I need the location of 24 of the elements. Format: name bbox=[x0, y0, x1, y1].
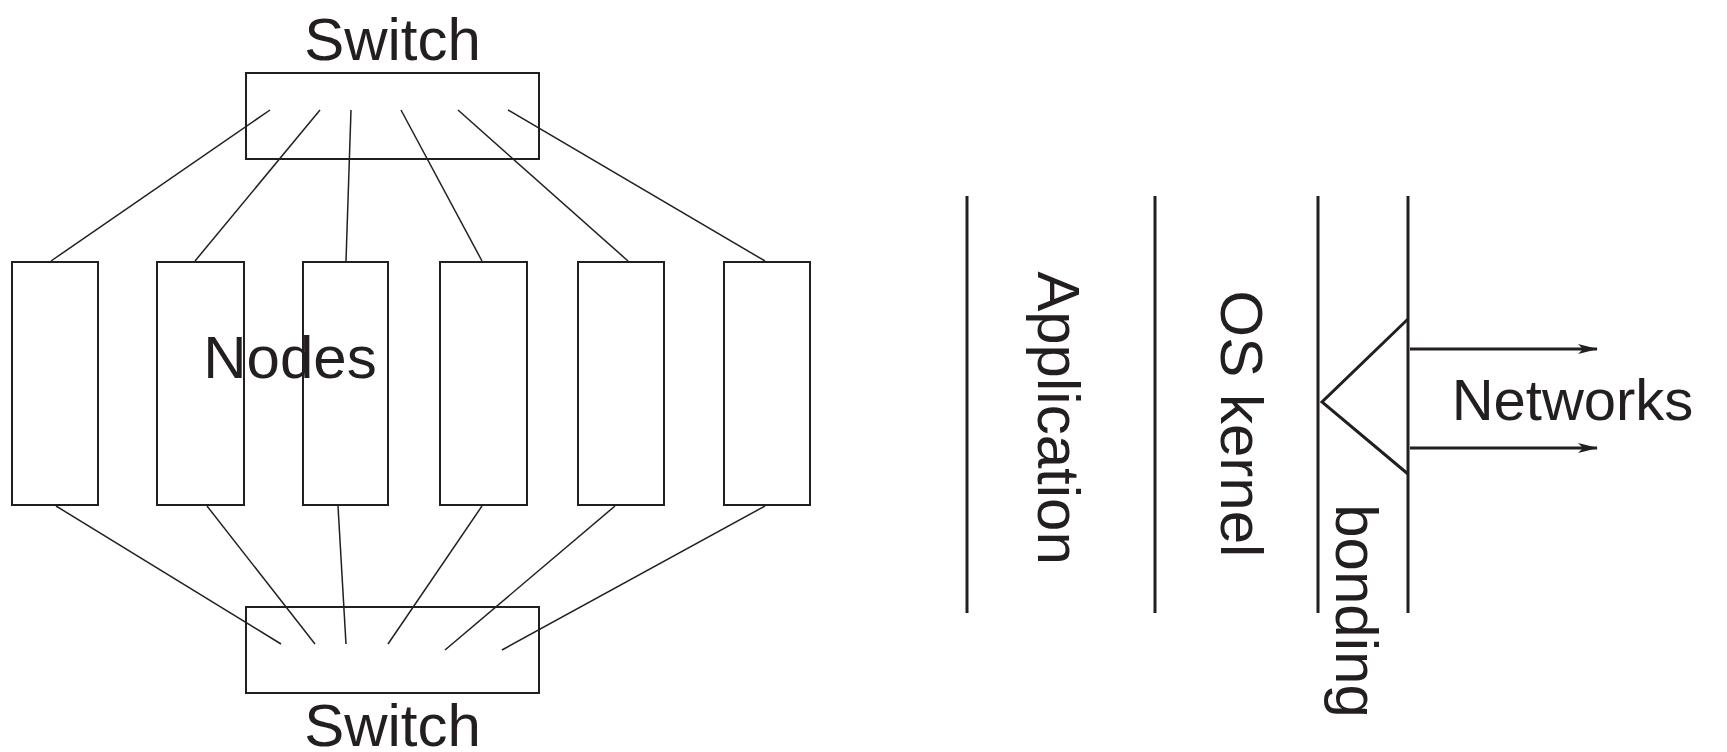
connector-line bbox=[194, 109, 321, 262]
connector-line bbox=[501, 505, 766, 651]
arrow bbox=[1410, 443, 1598, 453]
arrow bbox=[1410, 344, 1598, 354]
node-box bbox=[439, 261, 528, 506]
layer-label: Application bbox=[1026, 271, 1090, 565]
connector-line bbox=[457, 109, 629, 262]
connector-line bbox=[50, 109, 271, 262]
switch-label: Switch bbox=[304, 694, 481, 752]
connector-line bbox=[387, 505, 483, 645]
switch-label: Switch bbox=[304, 8, 481, 72]
connector-line bbox=[444, 505, 616, 651]
connector-line bbox=[507, 109, 766, 262]
connector-line bbox=[337, 505, 347, 645]
connector-line bbox=[206, 505, 316, 645]
connector-line bbox=[55, 505, 282, 645]
network-label: Networks bbox=[1451, 368, 1694, 432]
node-box bbox=[723, 261, 811, 506]
layer-label: bonding bbox=[1324, 504, 1388, 718]
node-box bbox=[11, 261, 99, 506]
layer-label: OS kernel bbox=[1209, 290, 1273, 558]
connector-line bbox=[345, 109, 352, 262]
node-box bbox=[577, 261, 665, 506]
connector-line bbox=[400, 109, 483, 262]
